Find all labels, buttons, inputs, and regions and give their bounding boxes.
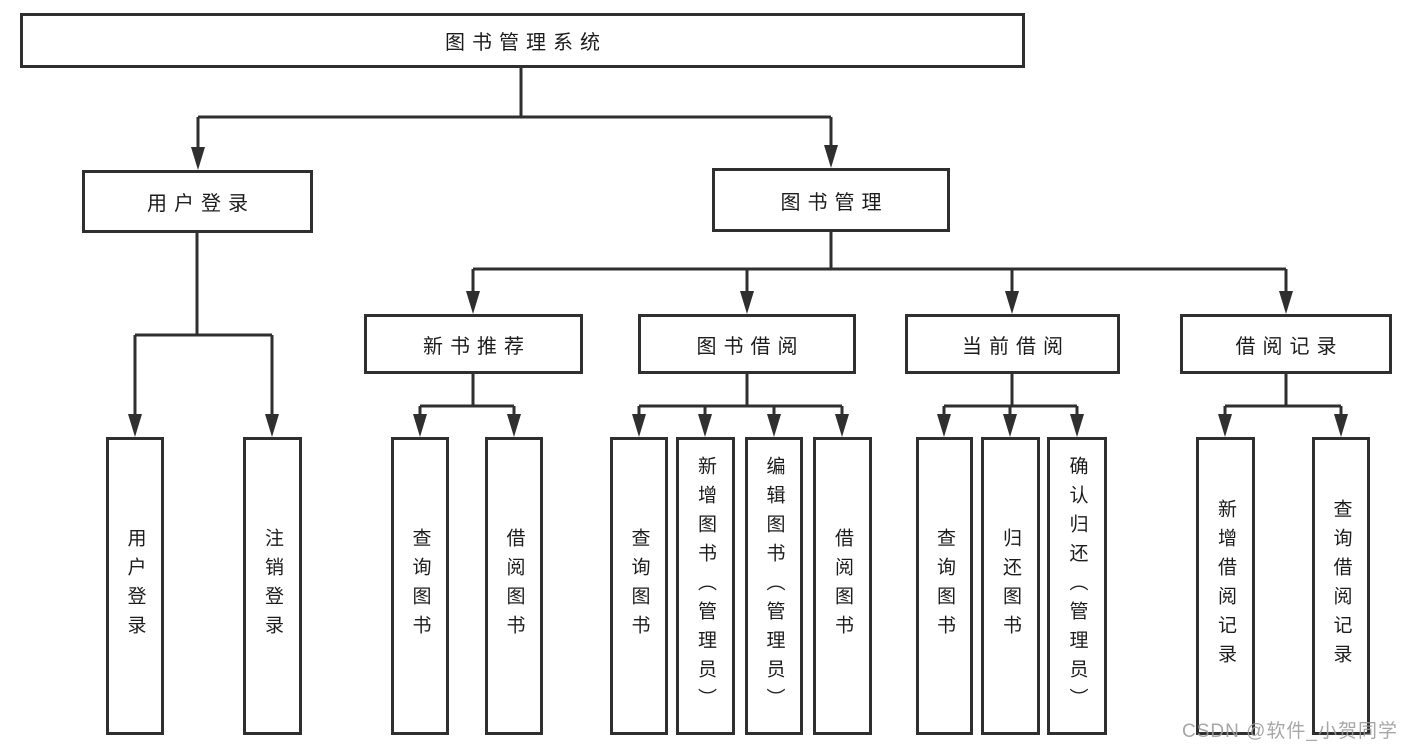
node-leaf-user-login: 用户登录 bbox=[106, 437, 164, 735]
node-borrow-records: 借阅记录 bbox=[1180, 314, 1392, 374]
node-book-management-branch: 图书管理 bbox=[712, 168, 950, 232]
node-new-book-recommend: 新书推荐 bbox=[364, 314, 583, 374]
node-leaf-borrow-book-2: 借阅图书 bbox=[813, 437, 872, 735]
node-leaf-edit-book-admin: 编辑图书（管理员） bbox=[745, 437, 803, 735]
node-leaf-borrow-book-1: 借阅图书 bbox=[485, 437, 543, 735]
node-root: 图书管理系统 bbox=[20, 13, 1025, 68]
node-leaf-return-book: 归还图书 bbox=[981, 437, 1040, 735]
node-leaf-query-borrow-record: 查询借阅记录 bbox=[1312, 437, 1370, 735]
node-leaf-confirm-return-admin: 确认归还（管理员） bbox=[1047, 437, 1107, 735]
node-leaf-logout: 注销登录 bbox=[243, 437, 302, 735]
node-leaf-add-book-admin: 新增图书（管理员） bbox=[676, 437, 735, 735]
node-leaf-query-book-1: 查询图书 bbox=[391, 437, 449, 735]
node-user-login-branch: 用户登录 bbox=[82, 170, 313, 233]
node-current-borrow: 当前借阅 bbox=[905, 314, 1120, 374]
node-book-borrow: 图书借阅 bbox=[638, 314, 856, 374]
node-leaf-query-book-2: 查询图书 bbox=[610, 437, 668, 735]
node-leaf-add-borrow-record: 新增借阅记录 bbox=[1196, 437, 1255, 735]
node-leaf-query-book-3: 查询图书 bbox=[916, 437, 973, 735]
csdn-watermark: CSDN @软件_小贺同学 bbox=[1182, 721, 1398, 742]
